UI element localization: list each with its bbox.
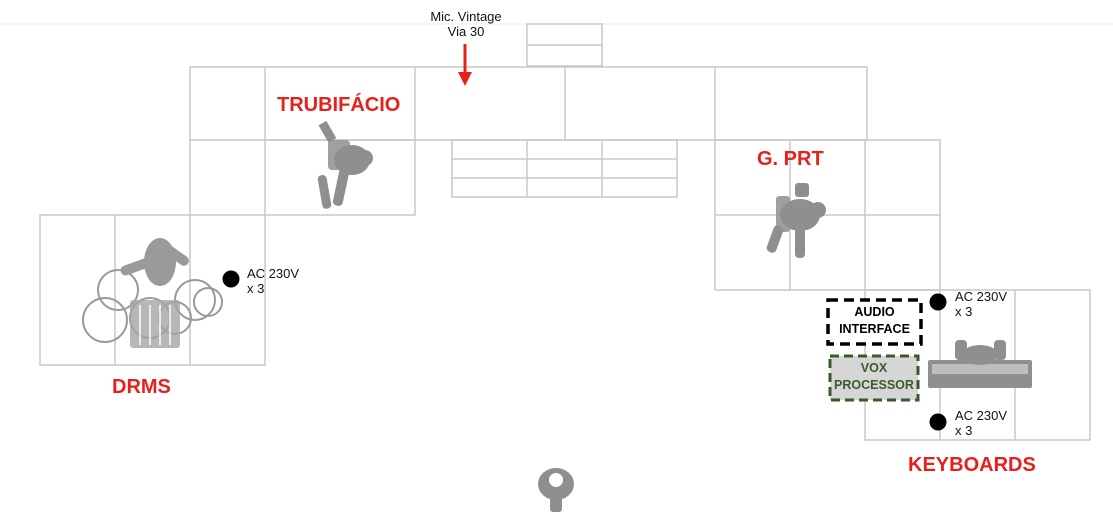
power-dot-keys-top bbox=[929, 293, 947, 311]
power-label-keys-bottom-line2: x 3 bbox=[955, 422, 973, 438]
audio-interface-label: AUDIO INTERFACE bbox=[828, 304, 921, 338]
power-label-keys-top: AC 230V x 3 bbox=[955, 289, 1008, 320]
trumpet-player-silhouette bbox=[317, 120, 373, 209]
power-label-keys-top-line1: AC 230V bbox=[955, 289, 1008, 304]
drummer-silhouette bbox=[82, 238, 223, 348]
power-dot-drums bbox=[222, 270, 240, 288]
risers bbox=[39, 23, 1091, 441]
power-label-drums-line1: AC 230V bbox=[247, 266, 300, 281]
mic-arrow bbox=[458, 44, 472, 86]
mic-label-line1: Mic. Vintage bbox=[430, 9, 502, 24]
label-trumpet: TRUBIFÁCIO bbox=[277, 94, 401, 116]
mic-label-line2: Via 30 bbox=[447, 23, 485, 39]
power-label-keys-bottom-line1: AC 230V bbox=[955, 408, 1008, 423]
label-drums: DRMS bbox=[112, 376, 171, 398]
riser-drums bbox=[39, 214, 266, 366]
label-guitar: G. PRT bbox=[757, 148, 824, 170]
keyboard-player-silhouette bbox=[928, 340, 1032, 388]
floor-monitor-silhouette bbox=[538, 468, 574, 512]
power-label-keys-top-line2: x 3 bbox=[955, 303, 973, 319]
power-label-keys-bottom: AC 230V x 3 bbox=[955, 408, 1008, 439]
power-dot-keys-bottom bbox=[929, 413, 947, 431]
audio-interface-line1: AUDIO bbox=[854, 305, 895, 319]
vox-processor-label: VOX PROCESSOR bbox=[826, 360, 922, 394]
vox-processor-line2: PROCESSOR bbox=[834, 378, 914, 392]
audio-interface-box bbox=[826, 298, 923, 346]
label-keyboards: KEYBOARDS bbox=[908, 454, 1036, 476]
vox-processor-line1: VOX bbox=[860, 361, 888, 375]
audio-interface-line2: INTERFACE bbox=[839, 322, 910, 336]
power-label-drums-line2: x 3 bbox=[247, 280, 265, 296]
guitar-player-silhouette bbox=[766, 183, 826, 258]
power-label-drums: AC 230V x 3 bbox=[247, 266, 300, 297]
riser-center-grid bbox=[451, 139, 678, 198]
mic-label: Mic. Vintage Via 30 bbox=[424, 9, 508, 40]
vox-processor-box bbox=[828, 354, 920, 402]
